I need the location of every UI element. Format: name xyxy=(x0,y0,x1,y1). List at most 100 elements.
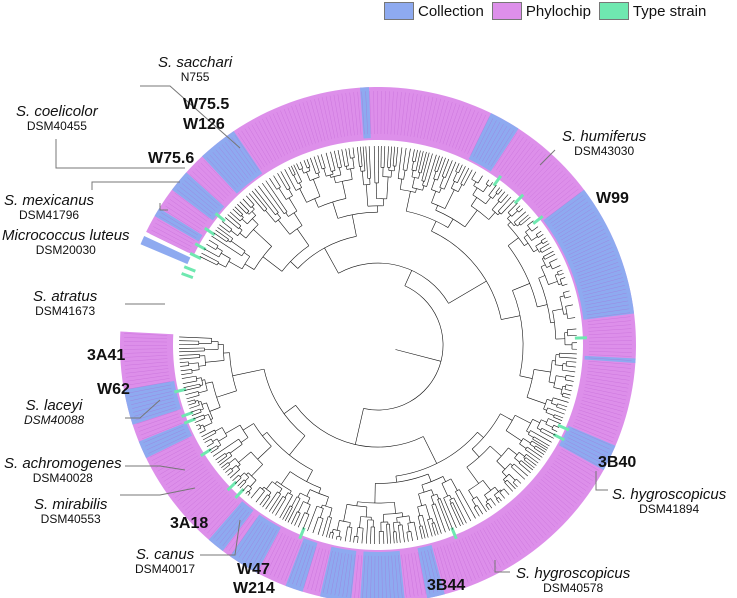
tree-branch xyxy=(198,401,201,403)
tree-branch xyxy=(548,381,555,384)
tree-branch xyxy=(399,178,403,190)
leaf-label xyxy=(445,104,461,146)
tree-branch xyxy=(318,487,322,494)
leaf-label xyxy=(485,526,508,564)
leaf-label xyxy=(517,154,546,187)
tree-leaf-branch xyxy=(326,517,332,538)
leaf-label xyxy=(150,438,189,458)
tree-leaf-branch xyxy=(452,502,464,525)
tree-arc xyxy=(241,250,246,257)
tree-leaf-branch xyxy=(477,175,483,184)
tree-leaf-branch xyxy=(415,150,421,172)
leaf-label xyxy=(414,552,423,596)
tree-leaf-branch xyxy=(533,447,545,455)
leaf-label xyxy=(258,120,280,159)
tree-leaf-branch xyxy=(443,161,457,190)
tree-branch xyxy=(421,484,425,493)
tree-branch xyxy=(251,464,263,477)
tree-arc xyxy=(431,493,437,497)
tree-branch xyxy=(471,448,480,458)
label-s-achromogenes: S. achromogenes DSM40028 xyxy=(4,455,122,486)
tree-branch xyxy=(447,218,454,228)
strain-id: DSM40088 xyxy=(24,413,85,428)
tree-branch xyxy=(523,234,528,238)
leader-line xyxy=(159,203,168,211)
leaf-label xyxy=(581,400,624,412)
tree-arc xyxy=(263,486,272,493)
tree-leaf-branch xyxy=(271,496,284,514)
tree-leaf-branch xyxy=(406,148,411,171)
tree-branch xyxy=(225,451,230,455)
type-strain-tick xyxy=(189,252,202,260)
leaf-label xyxy=(587,316,631,322)
tree-arc xyxy=(554,275,559,285)
tree-branch xyxy=(314,198,319,208)
leaf-label xyxy=(221,144,249,179)
tree-branch xyxy=(278,219,290,235)
leaf-label xyxy=(325,96,336,139)
leaf-label xyxy=(262,118,283,158)
tree-leaf-branch xyxy=(518,462,531,473)
tree-branch xyxy=(471,499,477,507)
tree-leaf-branch xyxy=(455,163,460,172)
leaf-label xyxy=(443,545,458,587)
tree-branch xyxy=(229,443,243,454)
tree-arc xyxy=(223,344,225,361)
tree-branch xyxy=(332,201,339,219)
leaf-label xyxy=(578,265,620,280)
leaf-label xyxy=(281,540,298,580)
tree-branch xyxy=(232,368,265,377)
tree-branch xyxy=(299,188,307,203)
tree-arc xyxy=(236,465,240,470)
tree-arc xyxy=(433,178,438,181)
tree-arc xyxy=(289,505,293,508)
tree-leaf-branch xyxy=(497,196,512,212)
tree-branch xyxy=(285,212,289,217)
tree-branch xyxy=(511,210,518,217)
tree-leaf-branch xyxy=(290,165,296,175)
tree-arc xyxy=(276,481,292,492)
leaf-label xyxy=(586,304,629,312)
tree-leaf-branch xyxy=(389,146,392,168)
leader-line xyxy=(494,560,510,573)
tree-branch xyxy=(403,170,406,180)
tree-arc xyxy=(406,210,449,228)
tree-arc xyxy=(284,211,288,215)
tree-branch xyxy=(242,423,254,431)
tree-leaf-branch xyxy=(463,169,473,186)
leaf-label xyxy=(306,101,319,143)
leaf-label xyxy=(189,174,222,204)
leaf-label xyxy=(181,183,216,211)
tree-leaf-branch xyxy=(531,226,539,232)
leaf-label xyxy=(318,98,329,140)
tree-arc xyxy=(289,471,321,489)
tree-leaf-branch xyxy=(518,214,529,224)
tree-arc xyxy=(304,512,310,515)
tree-leaf-branch xyxy=(275,497,287,516)
tree-branch xyxy=(293,212,303,226)
leaf-label xyxy=(512,148,540,183)
tree-leaf-branch xyxy=(458,164,463,173)
tree-leaf-branch xyxy=(182,380,198,385)
leaf-label xyxy=(174,192,210,219)
leaf-label xyxy=(544,188,579,216)
tree-arc xyxy=(562,393,564,397)
leaf-label xyxy=(436,100,449,143)
tree-arc xyxy=(338,262,449,304)
leaf-label xyxy=(546,471,582,498)
tree-branch xyxy=(196,377,202,379)
tree-leaf-branch xyxy=(488,184,497,196)
leaf-label xyxy=(522,159,552,192)
collection-segment xyxy=(543,189,635,320)
leaf-label xyxy=(520,500,550,533)
tree-leaf-branch xyxy=(353,536,355,543)
leaf-label xyxy=(583,390,627,401)
tree-arc xyxy=(225,258,231,268)
tree-branch xyxy=(404,270,413,286)
leaf-label xyxy=(283,108,301,150)
leaf-label xyxy=(251,124,274,162)
tree-arc xyxy=(497,200,502,204)
tree-arc xyxy=(449,497,454,501)
leaf-label xyxy=(588,364,631,369)
tree-branch xyxy=(411,161,414,171)
